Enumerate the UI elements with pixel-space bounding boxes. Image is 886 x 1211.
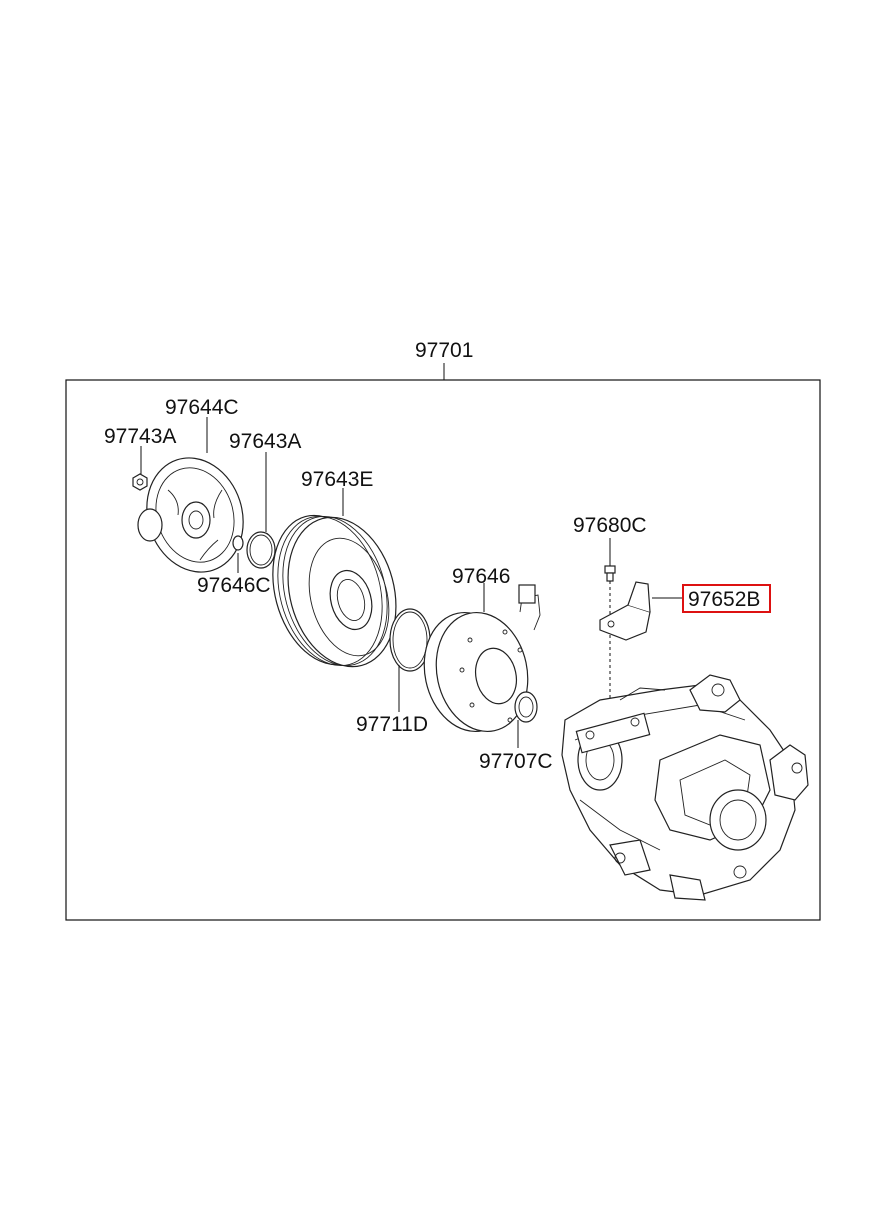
bracket-97652b bbox=[599, 581, 651, 641]
bolt-97680c bbox=[604, 565, 616, 582]
callout-97646[interactable]: 97646 bbox=[452, 565, 510, 588]
pulley-97643e bbox=[272, 514, 397, 668]
nut-97743a bbox=[132, 473, 148, 491]
callout-97743a[interactable]: 97743A bbox=[104, 425, 176, 448]
clutch-hub-97644c bbox=[137, 457, 244, 573]
callout-97643e[interactable]: 97643E bbox=[301, 468, 373, 491]
callout-97646c[interactable]: 97646C bbox=[197, 574, 271, 597]
callout-97644c[interactable]: 97644C bbox=[165, 396, 239, 419]
callout-97680c[interactable]: 97680C bbox=[573, 514, 647, 537]
callout-97707c[interactable]: 97707C bbox=[479, 750, 553, 773]
callout-highlight-box bbox=[682, 584, 771, 613]
bearing-97707c bbox=[514, 691, 538, 723]
compressor-body bbox=[561, 674, 809, 901]
snap-ring-97643a bbox=[246, 531, 276, 569]
callout-97711d[interactable]: 97711D bbox=[356, 713, 428, 736]
callout-97652b[interactable]: 97652B bbox=[688, 588, 760, 611]
assembly-frame bbox=[65, 379, 821, 921]
assembly-label: 97701 bbox=[415, 339, 473, 362]
shim-97646c bbox=[232, 535, 244, 551]
callout-97643a[interactable]: 97643A bbox=[229, 430, 301, 453]
field-coil-97646 bbox=[423, 584, 541, 733]
